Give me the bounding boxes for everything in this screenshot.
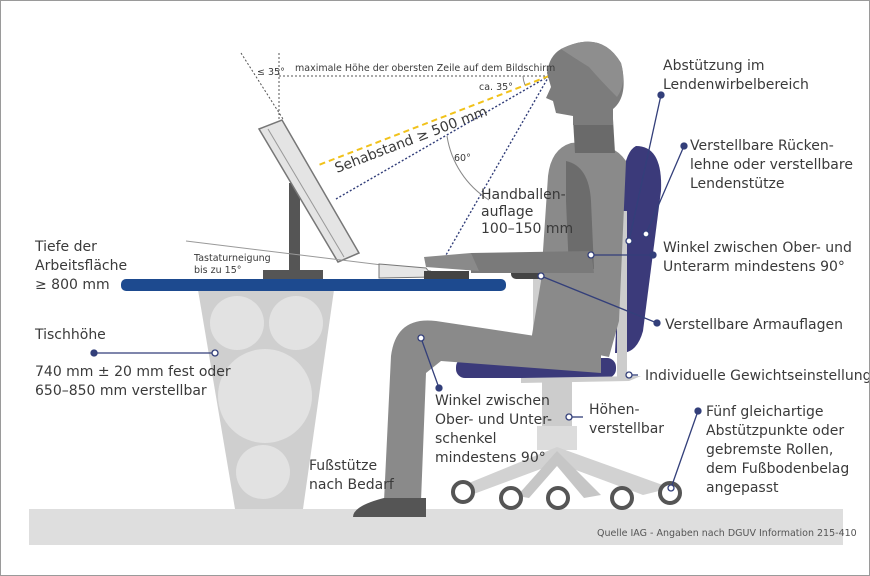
chair-caster [499, 486, 523, 510]
source-note: Quelle IAG - Angaben nach DGUV Informati… [597, 528, 857, 539]
viewing-distance-label: Sehabstand ≥ 500 mm [333, 104, 490, 177]
monitor-foot [263, 270, 323, 279]
angle-ca35-label: ca. 35° [479, 82, 513, 93]
angle-arc-60 [446, 135, 490, 201]
pedestal-circle [269, 296, 323, 350]
sight-line-hand [445, 75, 550, 256]
monitor [257, 119, 361, 263]
armrests-label: Verstellbare Armauflagen [665, 317, 843, 333]
chair-caster [658, 481, 682, 505]
chair-column-lower [537, 426, 577, 450]
desk-top [121, 279, 506, 291]
backrest-label: Verstellbare Rücken-lehne oder verstellb… [690, 138, 853, 192]
monitor-screen-line [267, 128, 345, 258]
monitor-stand [289, 183, 300, 273]
pedestal-circle [210, 296, 264, 350]
height-adjust-label: Höhen-verstellbar [589, 402, 665, 437]
sight-line-bottom [335, 75, 550, 200]
palm-rest [424, 271, 469, 279]
chair-caster [610, 486, 634, 510]
person-neck [573, 119, 615, 153]
weight-adjust-label: Individuelle Gewichtseinstellung [645, 368, 870, 384]
person-hair [561, 41, 624, 97]
angle-arc-35 [522, 75, 526, 86]
desk-height-title: Tischhöhe [35, 327, 106, 343]
angle-line [240, 52, 284, 120]
leader-lines [90, 91, 702, 492]
chair-base [517, 451, 601, 498]
chair-base [464, 447, 671, 495]
chair-caster [451, 480, 475, 504]
top-row-label: maximale Höhe der obersten Zeile auf dem… [295, 63, 556, 74]
angle-60-label: 60° [454, 153, 471, 164]
angle-35-label: ≤ 35° [257, 67, 285, 78]
person-hand [424, 253, 479, 271]
person-foot [353, 498, 426, 517]
floor [29, 509, 843, 545]
person-legs [384, 320, 601, 501]
chair-caster [546, 486, 570, 510]
chair-back-support [617, 211, 627, 381]
person-upper-arm [566, 161, 594, 271]
pedestal-circle [218, 349, 312, 443]
person-forearm [471, 251, 594, 273]
viewing-distance-line [315, 75, 550, 167]
pedestal-circle [236, 445, 290, 499]
